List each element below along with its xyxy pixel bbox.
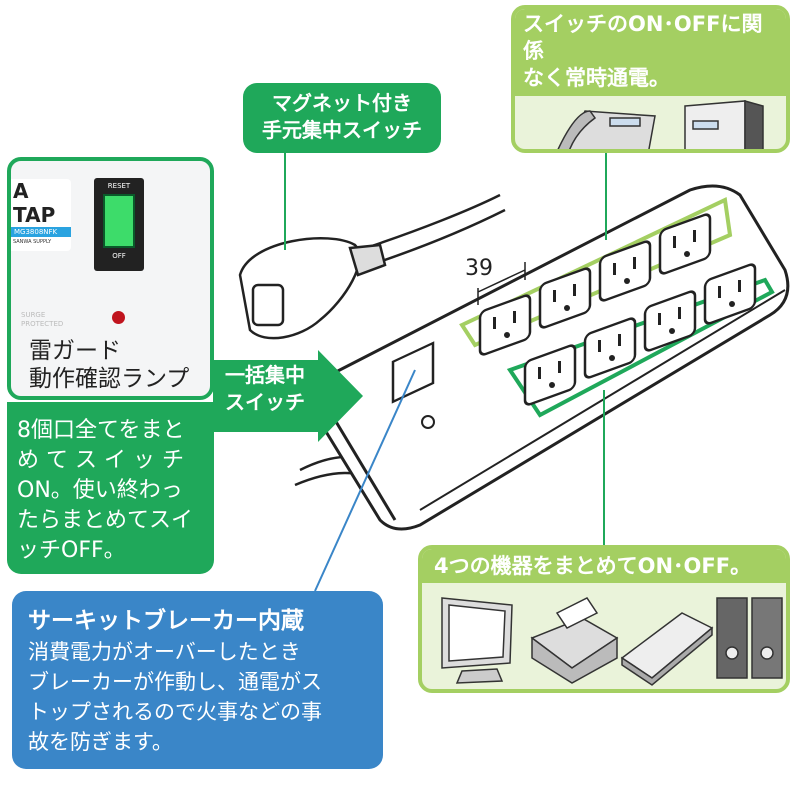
switched-devices (441, 597, 783, 686)
brand-label: A TAP (13, 179, 56, 227)
callout-line: なく常時通電。 (523, 66, 670, 90)
always-on-callout: スイッチのON･OFFに関係 なく常時通電。 (511, 5, 790, 153)
outlet-group-always-on (459, 197, 733, 348)
note-line: め て ス イ ッ チ (17, 448, 184, 473)
note-line: ッチOFF。 (17, 538, 126, 563)
reset-switch: RESET OFF (94, 178, 144, 271)
printer-icon (530, 597, 619, 684)
callout-line: 消費電力がオーバーしたとき (28, 640, 301, 664)
reset-label: RESET (107, 182, 131, 190)
note-line: ON。使い終わっ (17, 478, 183, 503)
callout-line: ブレーカーが作動し、通電がス (28, 670, 322, 694)
monitor-icon (441, 597, 513, 684)
surge-lamp-icon (112, 311, 125, 324)
dimension-label: 39 (465, 256, 493, 281)
remote-switch (238, 237, 387, 340)
outlet-icon (583, 317, 637, 379)
arrow-label-line: 一括集中 (225, 363, 305, 387)
telephone-icon (557, 110, 656, 149)
callout-title: 4つの機器をまとめてON･OFF。 (422, 549, 786, 583)
callout-title: サーキットブレーカー内蔵 (28, 608, 304, 634)
outlet-icon (703, 263, 757, 325)
outlet-icon (538, 267, 592, 329)
maker-label: SANWA SUPPLY (13, 239, 52, 245)
switched-devices-callout: 4つの機器をまとめてON･OFF。 (418, 545, 790, 693)
magnet-switch-callout: マグネット付き 手元集中スイッチ (243, 83, 441, 153)
note-line: たらまとめてスイ (17, 508, 194, 533)
caption-line: 雷ガード (29, 338, 121, 364)
outlet-icon (658, 213, 712, 275)
note-line: 8個口全てをまと (17, 418, 185, 443)
outlet-icon (523, 344, 577, 406)
callout-line: 故を防ぎます。 (28, 730, 173, 754)
speakers-icon (716, 597, 783, 679)
outlet-icon (643, 290, 697, 352)
outlet-icon (598, 240, 652, 302)
surge-lamp-inset: A TAP MG3808NFK SANWA SUPPLY RESET OFF S… (7, 157, 214, 400)
callout-line: 手元集中スイッチ (262, 118, 422, 142)
rocker-switch-icon (103, 194, 135, 248)
surge-label: PROTECTED (21, 320, 64, 328)
scanner-icon (620, 612, 714, 686)
model-label: MG3808NFK (11, 227, 71, 237)
arrow-label-line: スイッチ (225, 390, 305, 414)
caption-line: 動作確認ランプ (29, 366, 190, 392)
bulk-switch-arrow: 一括集中 スイッチ (213, 350, 363, 442)
callout-line: スイッチのON･OFFに関係 (523, 12, 763, 63)
callout-line: マグネット付き (272, 91, 412, 115)
circuit-breaker-callout: サーキットブレーカー内蔵 消費電力がオーバーしたとき ブレーカーが作動し、通電が… (12, 591, 383, 769)
power-cord (369, 208, 506, 267)
callout-line: トップされるので火事などの事 (28, 700, 322, 724)
desktop-tower-icon (684, 100, 764, 149)
power-cord (359, 193, 501, 252)
surge-label: SURGE (21, 311, 46, 319)
outlet-icon (478, 294, 532, 356)
leader-line (314, 369, 416, 592)
always-on-devices (557, 100, 764, 149)
off-label: OFF (112, 252, 126, 260)
bulk-switch-note: 8個口全てをまと め て ス イ ッ チ ON。使い終わっ たらまとめてスイ ッ… (7, 402, 214, 574)
